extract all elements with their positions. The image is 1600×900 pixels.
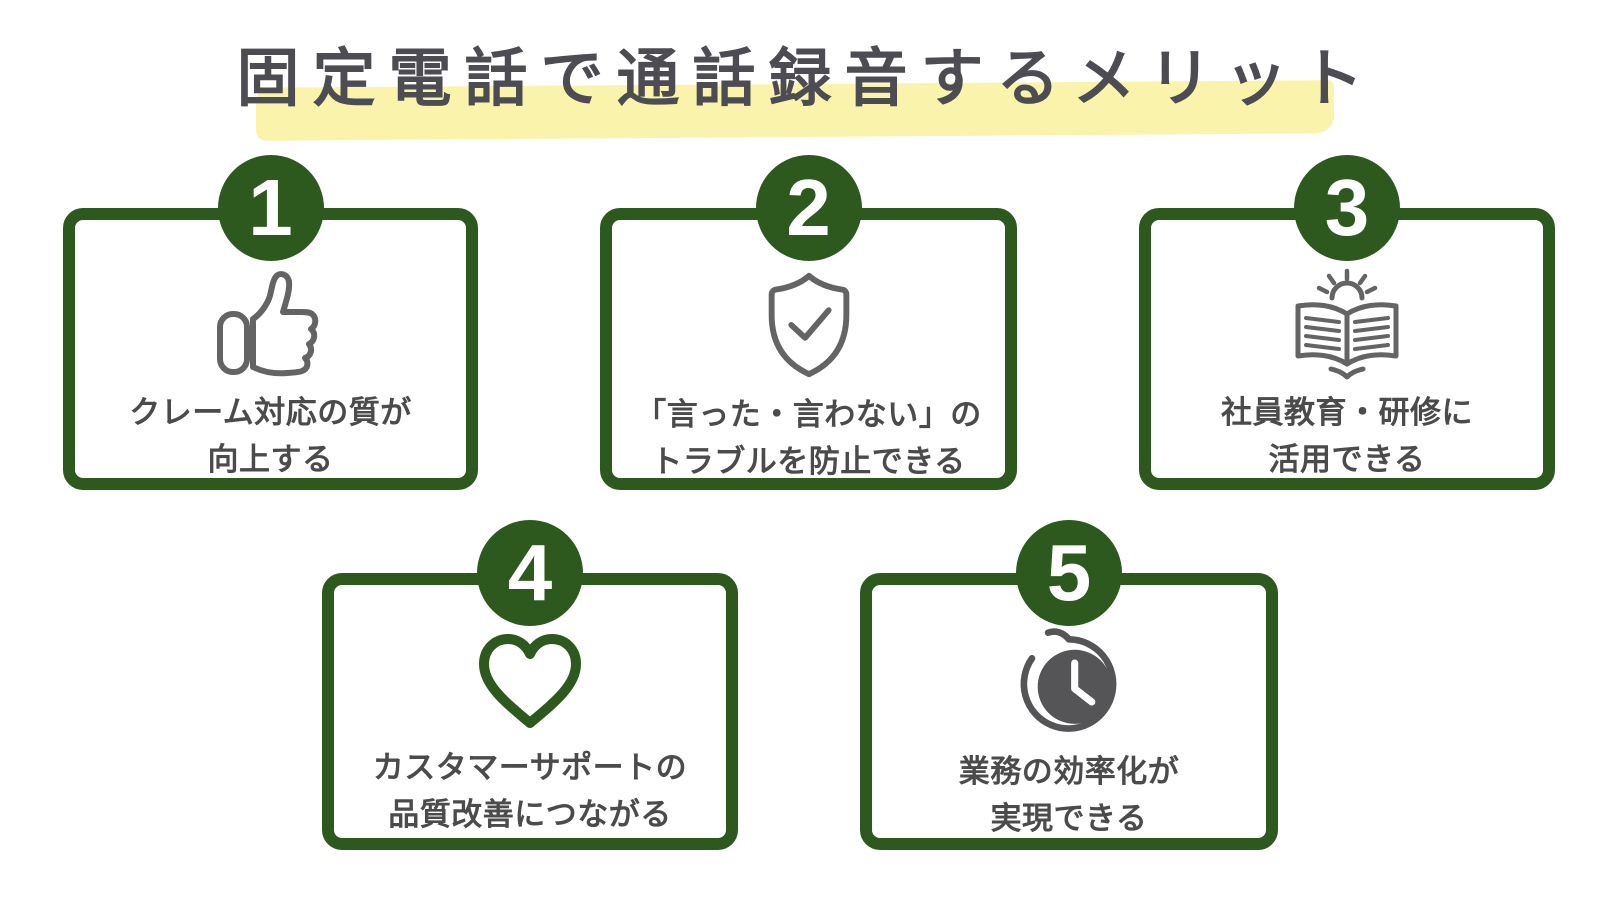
card-icon-wrap [757, 268, 861, 382]
card-label: 「言った・言わない」の トラブルを防止できる [635, 392, 982, 485]
badge-number: 4 [507, 528, 553, 617]
benefit-card-3: 3 社員教育・ [1139, 155, 1555, 490]
card-label-line1: 社員教育・研修に [1221, 395, 1473, 430]
card-icon-wrap [1281, 268, 1413, 380]
badge-number: 1 [248, 163, 293, 252]
number-badge-1: 1 [217, 155, 324, 261]
card-label: カスタマーサポートの 品質改善につながる [373, 745, 687, 838]
card-icon-wrap [211, 268, 331, 380]
open-book-sun-icon [1295, 268, 1399, 380]
card-label-line2: 向上する [207, 441, 334, 477]
number-badge-2: 2 [755, 155, 862, 261]
number-badge-5: 5 [1016, 520, 1122, 626]
card-label-line1: クレーム対応の質が [129, 395, 412, 430]
card-label-line2: 活用できる [1268, 441, 1426, 477]
benefit-card-2: 2 「言った・言わない」の トラブルを防止できる [600, 155, 1017, 490]
card-label-line2: トラブルを防止できる [651, 443, 966, 479]
card-icon-wrap [1011, 627, 1127, 739]
page-title: 固定電話で通話録音するメリット [236, 44, 1377, 114]
card-label: 社員教育・研修に 活用できる [1221, 390, 1473, 483]
card-label-line2: 実現できる [990, 800, 1148, 836]
thumbs-up-icon [216, 271, 318, 377]
card-label-line1: 「言った・言わない」の [635, 397, 982, 432]
badge-number: 3 [1324, 163, 1370, 252]
card-label: クレーム対応の質が 向上する [129, 390, 412, 483]
benefit-card-5: 5 業務の効率化が 実現できる [860, 520, 1278, 850]
page-title-block: 固定電話で通話録音するメリット [0, 46, 1600, 156]
card-label-line1: 業務の効率化が [958, 754, 1180, 789]
card-label-line1: カスタマーサポートの [372, 750, 688, 785]
badge-number: 5 [1046, 528, 1092, 617]
benefit-card-4: 4 カスタマーサポートの 品質改善につながる [322, 520, 738, 850]
badge-number: 2 [786, 163, 831, 252]
timer-icon [1020, 628, 1117, 732]
number-badge-3: 3 [1294, 155, 1400, 261]
card-label: 業務の効率化が 実現できる [959, 749, 1180, 842]
number-badge-4: 4 [477, 520, 583, 626]
card-label-line2: 品質改善につながる [388, 796, 672, 832]
heart-icon [479, 634, 581, 728]
benefit-card-1: 1 クレーム対応の質が 向上する [63, 155, 478, 490]
shield-check-icon [768, 272, 849, 378]
card-icon-wrap [471, 627, 589, 735]
